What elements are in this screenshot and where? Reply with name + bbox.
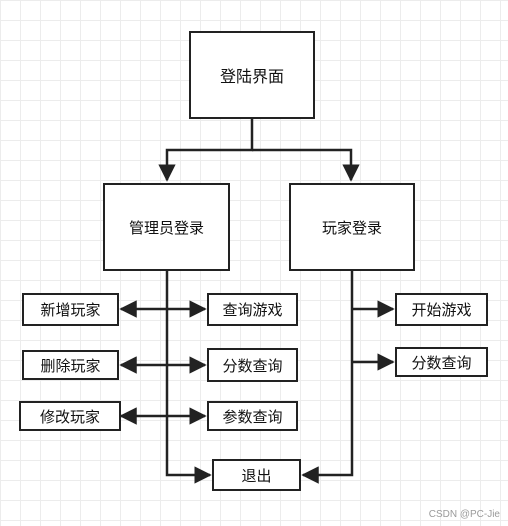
node-add-player-label: 新增玩家 xyxy=(40,301,101,319)
node-login: 登陆界面 xyxy=(189,31,315,119)
node-admin-login: 管理员登录 xyxy=(103,183,230,271)
node-player-login-label: 玩家登录 xyxy=(321,218,382,237)
node-delete-player-label: 删除玩家 xyxy=(40,356,101,375)
connector-player-trunk xyxy=(301,271,354,484)
node-score-query-admin-label: 分数查询 xyxy=(222,356,283,375)
node-param-query: 参数查询 xyxy=(207,401,298,431)
node-edit-player: 修改玩家 xyxy=(19,401,121,431)
node-exit: 退出 xyxy=(212,459,301,491)
node-score-query-player: 分数查询 xyxy=(395,347,488,377)
watermark: CSDN @PC-Jie xyxy=(428,509,500,520)
node-exit-label: 退出 xyxy=(241,466,272,485)
node-start-game: 开始游戏 xyxy=(395,293,488,326)
node-query-game-label: 查询游戏 xyxy=(222,301,283,319)
connector-split-player xyxy=(252,148,360,182)
node-edit-player-label: 修改玩家 xyxy=(39,407,100,426)
connector-admin-trunk xyxy=(165,271,212,484)
node-param-query-label: 参数查询 xyxy=(222,407,283,426)
node-start-game-label: 开始游戏 xyxy=(411,301,472,319)
node-query-game: 查询游戏 xyxy=(207,293,298,326)
node-player-login: 玩家登录 xyxy=(289,183,415,271)
connector-login-split xyxy=(158,118,254,182)
node-score-query-player-label: 分数查询 xyxy=(411,353,472,372)
node-add-player: 新增玩家 xyxy=(22,293,119,326)
node-login-label: 登陆界面 xyxy=(219,67,284,86)
node-admin-login-label: 管理员登录 xyxy=(128,218,204,237)
node-delete-player: 删除玩家 xyxy=(22,350,119,380)
node-score-query-admin: 分数查询 xyxy=(207,348,298,382)
